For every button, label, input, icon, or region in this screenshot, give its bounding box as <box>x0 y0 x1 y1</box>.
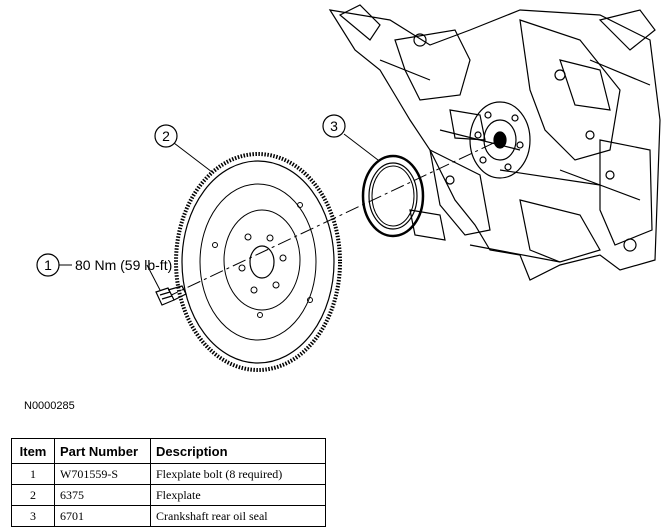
flexplate-bolt <box>155 285 187 306</box>
callout-2: 2 <box>154 124 178 148</box>
figure-id: N0000285 <box>24 400 75 412</box>
cell-part-number: 6701 <box>54 505 151 527</box>
table-row: 2 6375 Flexplate <box>11 484 326 506</box>
cell-description: Crankshaft rear oil seal <box>150 505 326 527</box>
callout-1: 1 80 Nm (59 lb-ft) <box>36 253 172 277</box>
rear-oil-seal <box>361 154 425 238</box>
callout-1-leader <box>146 264 161 291</box>
engine-block <box>328 4 661 281</box>
cell-part-number: 6375 <box>54 484 151 506</box>
cell-item: 3 <box>11 505 55 527</box>
cell-item: 2 <box>11 484 55 506</box>
parts-table: Item Part Number Description 1 W701559-S… <box>11 438 326 527</box>
crankshaft-flange <box>469 101 531 179</box>
callout-1-number: 1 <box>44 257 52 273</box>
cell-description: Flexplate <box>150 484 326 506</box>
flexplate-exploded-view: 2 3 1 80 Nm (59 lb-ft) <box>36 4 661 372</box>
cell-item: 1 <box>11 463 55 485</box>
callout-3-number: 3 <box>330 118 338 134</box>
header-item: Item <box>11 438 55 464</box>
callout-3: 3 <box>322 114 346 138</box>
table-row: 3 6701 Crankshaft rear oil seal <box>11 505 326 527</box>
callout-2-number: 2 <box>162 128 170 144</box>
flexplate <box>174 152 342 372</box>
callout-2-leader <box>173 142 213 173</box>
cell-part-number: W701559-S <box>54 463 151 485</box>
cell-description: Flexplate bolt (8 required) <box>150 463 326 485</box>
table-row: 1 W701559-S Flexplate bolt (8 required) <box>11 463 326 485</box>
table-header-row: Item Part Number Description <box>11 438 326 464</box>
callout-1-torque-label: 80 Nm (59 lb-ft) <box>75 257 172 273</box>
header-description: Description <box>150 438 326 464</box>
header-part-number: Part Number <box>54 438 151 464</box>
callout-3-leader <box>343 133 379 161</box>
